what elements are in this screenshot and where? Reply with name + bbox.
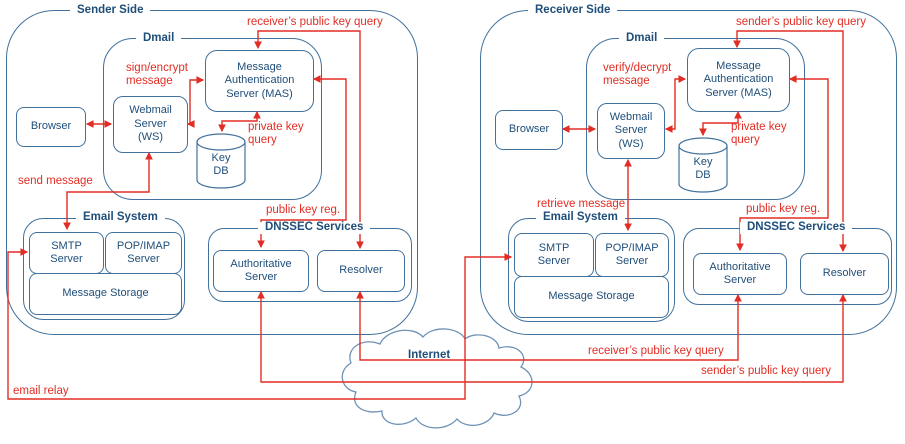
- sender-dmail-title: Dmail: [136, 32, 182, 45]
- label-sender-private-key-query: private key query: [248, 121, 304, 147]
- receiver-keydb-label: Key DB: [693, 155, 713, 181]
- sender-message-storage-box: Message Storage: [29, 273, 182, 315]
- label-email-relay: email relay: [13, 385, 69, 397]
- receiver-message-storage-box: Message Storage: [514, 276, 669, 318]
- sender-webmail-server-box: Webmail Server (WS): [113, 96, 188, 153]
- sender-dnssec-title: DNSSEC Services: [258, 221, 371, 234]
- label-senders-pubkey-query-top: sender’s public key query: [736, 16, 866, 28]
- receiver-dnssec-title: DNSSEC Services: [740, 221, 853, 234]
- sender-smtp-box: SMTP Server: [29, 232, 104, 274]
- sender-keydb-label: Key DB: [211, 151, 231, 177]
- label-verify-decrypt-message: verify/decrypt message: [603, 62, 672, 88]
- label-senders-pubkey-query-bottom: sender’s public key query: [701, 365, 831, 377]
- label-receiver-public-key-reg: public key reg.: [746, 203, 821, 215]
- receiver-mas-box: Message Authentication Server (MAS): [687, 48, 790, 112]
- receiver-side-title: Receiver Side: [528, 4, 618, 17]
- receiver-pop-imap-box: POP/IMAP Server: [595, 233, 669, 277]
- label-send-message: send message: [18, 175, 93, 187]
- internet-cloud: [341, 328, 533, 429]
- sender-mas-box: Message Authentication Server (MAS): [205, 50, 314, 112]
- receiver-browser-box: Browser: [495, 110, 563, 150]
- receiver-dmail-title: Dmail: [619, 32, 665, 45]
- sender-resolver-box: Resolver: [317, 250, 405, 292]
- receiver-email-system-title: Email System: [536, 211, 625, 224]
- label-sender-public-key-reg: public key reg.: [266, 204, 341, 216]
- receiver-authoritative-server-box: Authoritative Server: [693, 253, 787, 295]
- receiver-webmail-server-box: Webmail Server (WS): [597, 103, 665, 159]
- label-receivers-pubkey-query-bottom: receiver’s public key query: [588, 345, 724, 357]
- receiver-smtp-box: SMTP Server: [514, 233, 594, 277]
- label-sign-encrypt-message: sign/encrypt message: [126, 62, 189, 88]
- label-internet: Internet: [408, 349, 451, 361]
- receiver-resolver-box: Resolver: [800, 253, 889, 295]
- sender-side-title: Sender Side: [70, 4, 151, 17]
- sender-browser-box: Browser: [16, 107, 86, 147]
- sender-pop-imap-box: POP/IMAP Server: [105, 232, 182, 274]
- sender-authoritative-server-box: Authoritative Server: [213, 250, 309, 292]
- sender-email-system-title: Email System: [76, 211, 165, 224]
- label-receivers-pubkey-query-top: receiver’s public key query: [247, 16, 383, 28]
- label-retrieve-message: retrieve message: [537, 198, 626, 210]
- label-receiver-private-key-query: private key query: [731, 121, 787, 147]
